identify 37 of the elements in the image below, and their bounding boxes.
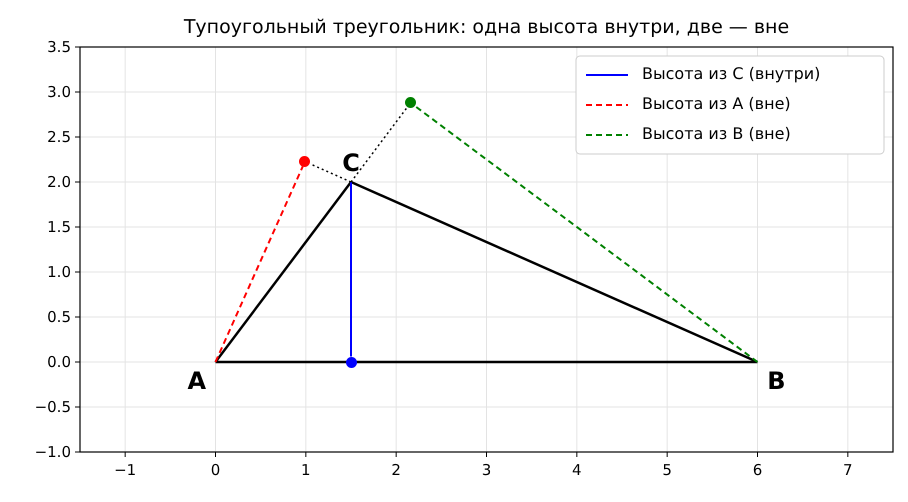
legend-label: Высота из C (внутри)	[642, 64, 820, 83]
tick-label: 1	[301, 461, 311, 479]
tick-label: 1.0	[47, 263, 71, 281]
tick-label: 7	[843, 461, 853, 479]
tick-label: 2	[391, 461, 401, 479]
vertex-label: B	[758, 362, 786, 394]
foot-point	[346, 356, 356, 368]
vertex-label: A	[188, 362, 216, 394]
extension-line	[310, 163, 352, 183]
tick-label: 3.0	[47, 83, 71, 101]
tick-label: 1.5	[47, 218, 71, 236]
chart-title: Тупоугольный треугольник: одна высота внутри, две — вне	[184, 16, 790, 38]
tick-label: 2.0	[47, 173, 71, 191]
tick-label: −0.5	[34, 398, 71, 416]
triangle-side	[216, 360, 758, 364]
tick-label: 3	[482, 461, 492, 479]
altitude-line	[350, 182, 352, 356]
tick-label: −1.0	[34, 443, 71, 461]
altitude-line	[414, 105, 758, 363]
tick-label: 3.5	[47, 38, 71, 56]
legend-label: Высота из B (вне)	[642, 124, 791, 143]
triangle-side	[350, 180, 758, 364]
altitude-line	[214, 166, 304, 362]
triangle-side	[214, 181, 352, 363]
legend-label: Высота из A (вне)	[642, 94, 791, 113]
foot-point	[299, 156, 310, 168]
tick-label: 0.0	[47, 353, 71, 371]
foot-point	[405, 97, 416, 108]
vertex-label: C	[337, 150, 365, 182]
tick-label: 2.5	[47, 128, 71, 146]
tick-label: 0	[210, 461, 220, 479]
tick-label: 4	[572, 461, 582, 479]
tick-label: 0.5	[47, 308, 71, 326]
tick-label: 5	[662, 461, 672, 479]
tick-label: 6	[752, 461, 762, 479]
tick-label: −1	[114, 461, 136, 479]
extension-line	[350, 106, 408, 182]
